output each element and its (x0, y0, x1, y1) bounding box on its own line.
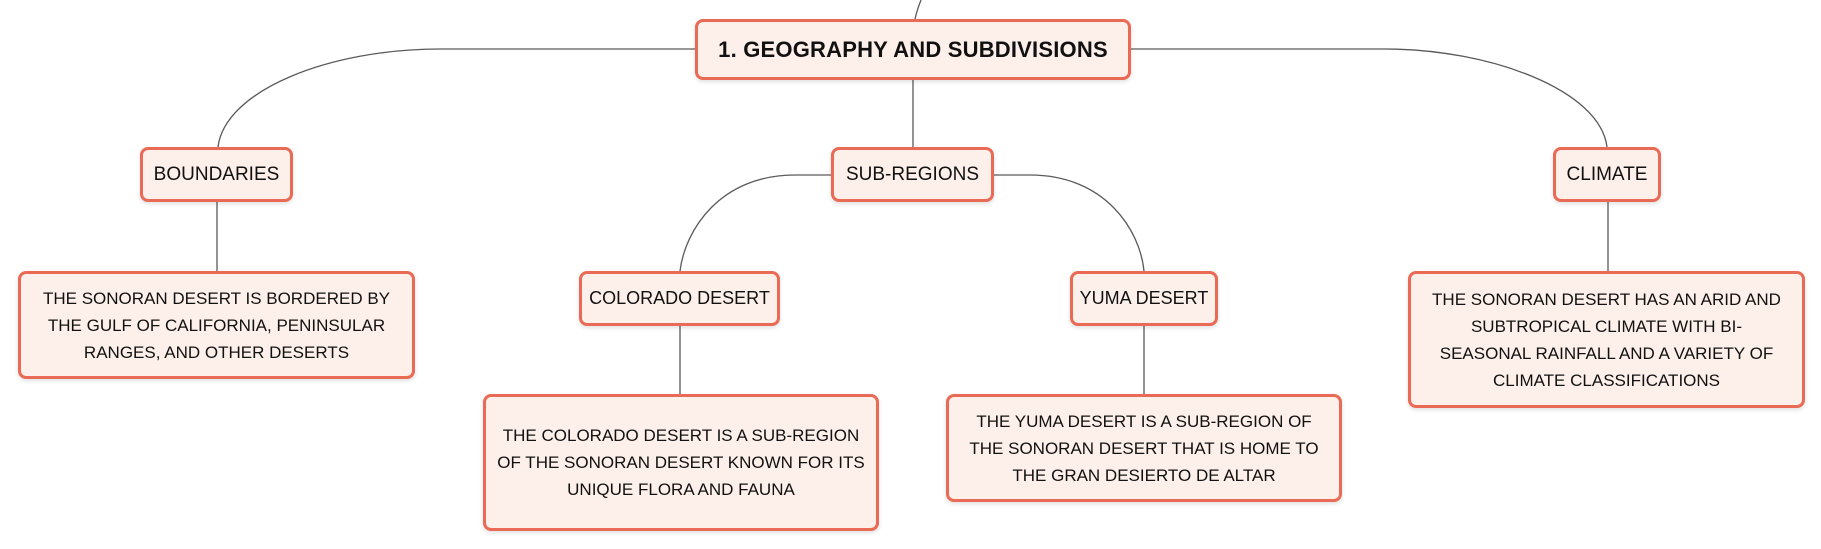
root-topic[interactable]: 1. GEOGRAPHY AND SUBDIVISIONS (695, 19, 1131, 80)
subtopic-yuma-desert[interactable]: YUMA DESERT (1070, 271, 1218, 326)
root-topic-label: 1. GEOGRAPHY AND SUBDIVISIONS (718, 36, 1108, 62)
topic-climate-label: CLIMATE (1566, 163, 1648, 185)
detail-climate[interactable]: THE SONORAN DESERT HAS AN ARID AND SUBTR… (1408, 271, 1805, 408)
topic-climate[interactable]: CLIMATE (1553, 147, 1661, 202)
detail-colorado-desert-text: THE COLORADO DESERT IS A SUB-REGION OF T… (497, 426, 865, 499)
detail-yuma-desert[interactable]: THE YUMA DESERT IS A SUB-REGION OF THE S… (946, 394, 1342, 502)
detail-climate-text: THE SONORAN DESERT HAS AN ARID AND SUBTR… (1432, 289, 1781, 390)
connector-root-boundaries (217, 48, 695, 148)
connector-root-climate (1131, 48, 1608, 148)
subtopic-yuma-desert-label: YUMA DESERT (1079, 288, 1209, 308)
connector-subregions-colorado (679, 174, 831, 272)
subtopic-colorado-desert[interactable]: COLORADO DESERT (579, 271, 780, 326)
topic-boundaries-label: BOUNDARIES (153, 163, 280, 185)
topic-boundaries[interactable]: BOUNDARIES (140, 147, 293, 202)
detail-boundaries[interactable]: THE SONORAN DESERT IS BORDERED BY THE GU… (18, 271, 415, 379)
subtopic-colorado-desert-label: COLORADO DESERT (589, 288, 770, 308)
topic-sub-regions-label: SUB-REGIONS (845, 163, 980, 185)
detail-colorado-desert[interactable]: THE COLORADO DESERT IS A SUB-REGION OF T… (483, 394, 879, 531)
connector-subregions-yuma (994, 174, 1145, 272)
connector-parent-root (914, 0, 922, 20)
detail-yuma-desert-text: THE YUMA DESERT IS A SUB-REGION OF THE S… (969, 411, 1319, 485)
detail-boundaries-text: THE SONORAN DESERT IS BORDERED BY THE GU… (43, 288, 390, 362)
topic-sub-regions[interactable]: SUB-REGIONS (831, 147, 994, 202)
